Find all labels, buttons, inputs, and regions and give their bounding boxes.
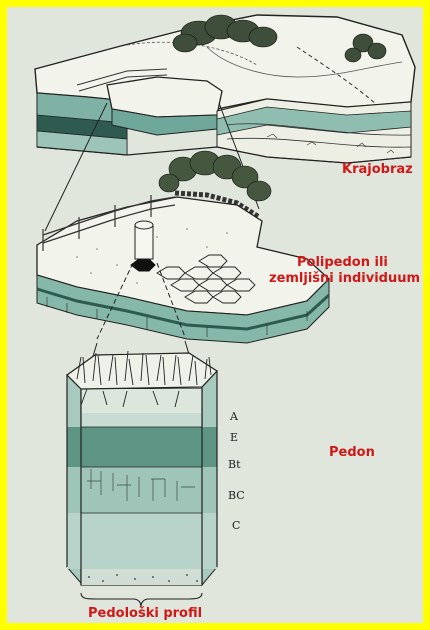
polypedon-block	[37, 151, 329, 343]
polypedon-label-line1: Polipedon ili	[297, 255, 388, 271]
horizon-label-bc: BC	[228, 490, 245, 502]
landscape-label: Krajobraz	[342, 162, 413, 178]
horizon-label-bt: Bt	[228, 459, 241, 471]
pedon-prism	[67, 351, 217, 607]
soil-diagram	[7, 7, 423, 623]
horizon-label-c: C	[232, 520, 240, 532]
profile-label: Pedološki profil	[88, 606, 202, 622]
polypedon-label-line2: zemljišni individuum	[269, 271, 420, 287]
horizon-label-e: E	[230, 432, 238, 444]
pedon-label: Pedon	[329, 445, 375, 461]
landscape-block	[35, 15, 415, 163]
horizon-label-a: A	[230, 411, 238, 423]
diagram-frame: Krajobraz Polipedon ili zemljišni indivi…	[7, 7, 423, 623]
